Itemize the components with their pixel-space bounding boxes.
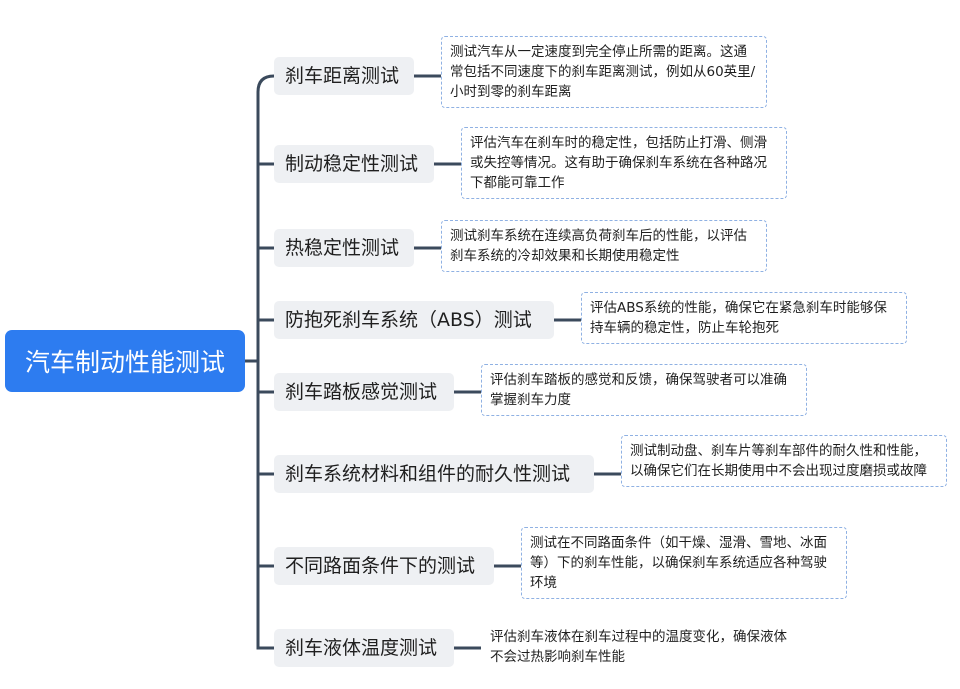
topic-label: 防抱死刹车系统（ABS）测试 (285, 309, 532, 331)
note-fluid-temperature: 评估刹车液体在刹车过程中的温度变化，确保液体不会过热影响刹车性能 (481, 621, 807, 673)
note-braking-distance: 测试汽车从一定速度到完全停止所需的距离。这通常包括不同速度下的刹车距离测试，例如… (441, 36, 767, 108)
topic-label: 刹车踏板感觉测试 (285, 381, 438, 403)
topic-thermal-stability[interactable]: 热稳定性测试 (274, 229, 414, 267)
note-pedal-feel: 评估刹车踏板的感觉和反馈，确保驾驶者可以准确掌握刹车力度 (481, 364, 807, 416)
topic-label: 制动稳定性测试 (285, 153, 419, 175)
topic-fluid-temperature[interactable]: 刹车液体温度测试 (274, 629, 454, 667)
topic-pedal-feel[interactable]: 刹车踏板感觉测试 (274, 373, 454, 411)
note-road-conditions: 测试在不同路面条件（如干燥、湿滑、雪地、冰面等）下的刹车性能，以确保刹车系统适应… (521, 527, 847, 599)
root-topic-label: 汽车制动性能测试 (24, 348, 225, 377)
topic-label: 不同路面条件下的测试 (285, 555, 476, 577)
root-topic[interactable]: 汽车制动性能测试 (5, 330, 245, 392)
topic-road-conditions[interactable]: 不同路面条件下的测试 (274, 547, 494, 585)
topic-abs[interactable]: 防抱死刹车系统（ABS）测试 (274, 301, 554, 339)
topic-label: 热稳定性测试 (285, 237, 400, 259)
note-braking-stability: 评估汽车在刹车时的稳定性，包括防止打滑、侧滑或失控等情况。这有助于确保刹车系统在… (461, 127, 787, 199)
note-thermal-stability: 测试刹车系统在连续高负荷刹车后的性能，以评估刹车系统的冷却效果和长期使用稳定性 (441, 220, 767, 272)
topic-label: 刹车液体温度测试 (285, 637, 438, 659)
topic-label: 刹车系统材料和组件的耐久性测试 (285, 463, 571, 485)
topic-component-durability[interactable]: 刹车系统材料和组件的耐久性测试 (274, 455, 594, 493)
topic-braking-distance[interactable]: 刹车距离测试 (274, 57, 414, 95)
note-abs: 评估ABS系统的性能，确保它在紧急刹车时能够保持车辆的稳定性，防止车轮抱死 (581, 292, 907, 344)
topic-braking-stability[interactable]: 制动稳定性测试 (274, 145, 434, 183)
note-component-durability: 测试制动盘、刹车片等刹车部件的耐久性和性能，以确保它们在长期使用中不会出现过度磨… (621, 435, 947, 487)
topic-label: 刹车距离测试 (285, 65, 400, 87)
